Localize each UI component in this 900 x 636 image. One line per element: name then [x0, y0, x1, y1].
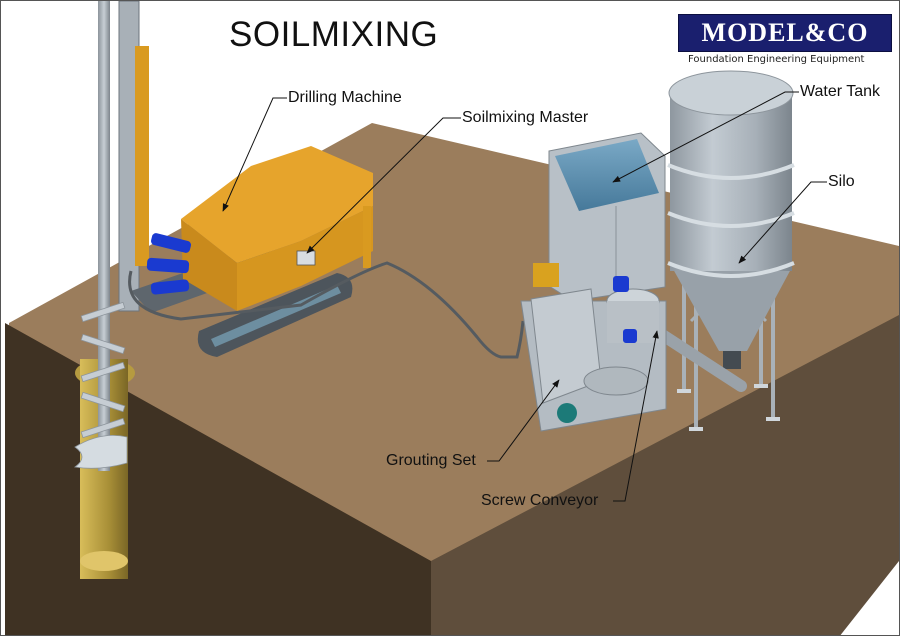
label-silo: Silo — [828, 173, 855, 190]
ground-side-face — [431, 315, 899, 635]
drill-rod — [98, 1, 110, 471]
auger-blade — [73, 434, 128, 469]
outrigger-leg — [363, 206, 371, 268]
leader-grouting-set — [487, 379, 560, 462]
grout-hose — [128, 261, 525, 359]
silo-outlet — [723, 351, 741, 369]
water-surface — [555, 139, 659, 211]
silo-cone — [673, 269, 791, 351]
label-screw-conveyor: Screw Conveyor — [481, 492, 599, 509]
label-soilmixing-master: Soilmixing Master — [462, 109, 589, 126]
blue-motor-2 — [623, 329, 637, 343]
borehole-bottom — [80, 551, 128, 571]
silo-rings — [667, 163, 795, 278]
engine-housing-front — [181, 219, 237, 311]
silo-feet — [677, 384, 780, 431]
grouting-yellow-motor — [533, 263, 559, 287]
soilmixing-master-box — [296, 250, 316, 266]
hydraulic-cylinders — [146, 233, 192, 295]
leader-water-tank — [612, 91, 799, 183]
company-tagline: Foundation Engineering Equipment — [688, 54, 865, 65]
teal-cover — [557, 403, 577, 423]
leader-soilmixing-master — [306, 117, 461, 254]
label-drilling-machine: Drilling Machine — [288, 89, 402, 106]
label-water-tank: Water Tank — [800, 83, 881, 100]
ground-corner-white — [843, 607, 899, 635]
company-logo: MODEL&CO — [678, 14, 892, 52]
page-title: SOILMIXING — [229, 15, 439, 54]
mast-yellow-column — [135, 46, 149, 266]
blue-motor-1 — [613, 276, 629, 292]
mixing-paddles — [80, 301, 126, 439]
leader-drilling-machine — [222, 97, 287, 212]
leader-silo — [738, 181, 827, 264]
silo-body — [670, 93, 792, 271]
label-grouting-set: Grouting Set — [386, 452, 476, 469]
leader-screw-conveyor — [613, 330, 659, 502]
engine-housing-top — [181, 146, 373, 263]
